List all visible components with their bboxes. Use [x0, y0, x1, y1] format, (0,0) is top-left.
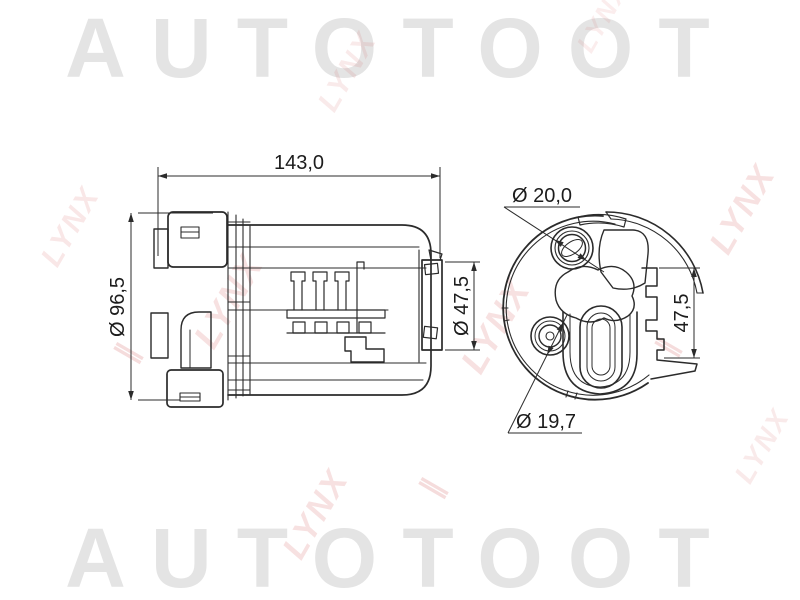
- connector-shoulder: [180, 311, 212, 369]
- dim-outlet-port-label: Ø 19,7: [516, 411, 576, 433]
- leader-line: [503, 206, 605, 273]
- dim-length-label: 143,0: [274, 152, 324, 174]
- watermark-bottom: AUTOTOOT: [65, 511, 735, 600]
- comb-tooth: [292, 321, 306, 334]
- rim-tick: [501, 307, 578, 400]
- comb-tooth: [358, 321, 372, 334]
- mounting-bracket: [641, 267, 698, 380]
- side-view: [150, 211, 443, 408]
- dim-arrow: [556, 322, 564, 332]
- filter-body-outline: [227, 224, 432, 396]
- step-bracket: [344, 336, 385, 363]
- port-ring: [530, 316, 570, 356]
- port-ring: [550, 226, 594, 270]
- rim-inner: [505, 220, 650, 396]
- sensor-pin: [356, 261, 365, 334]
- port-ring: [554, 230, 590, 266]
- comb-prong: [312, 271, 328, 311]
- connector-left-plate: [153, 228, 169, 269]
- flange-crescent-inner: [610, 218, 698, 294]
- top-tab: [577, 213, 627, 228]
- pump-slot-inner: [586, 312, 616, 382]
- plate-clip: [422, 325, 439, 340]
- filter-neck: [227, 211, 251, 401]
- plate-tab: [428, 249, 443, 261]
- electrical-connector-top: [167, 211, 228, 268]
- dim-end-flange-label: 47,5: [671, 294, 693, 333]
- inlet-port: [550, 226, 594, 270]
- dim-side-flange-label: Ø 47,5: [451, 276, 473, 336]
- comb-bar: [286, 309, 386, 319]
- slot-horseshoe-inner: [569, 313, 631, 388]
- extension-line: [138, 212, 213, 401]
- dim-inlet-port-label: Ø 20,0: [512, 185, 572, 207]
- leader-line: [507, 314, 582, 434]
- connector-left-block: [150, 312, 169, 359]
- extension-line: [157, 167, 441, 258]
- electrical-connector-bottom: [166, 369, 224, 408]
- comb-prong: [334, 271, 350, 311]
- dim-arrow: [547, 345, 554, 355]
- comb-tooth: [314, 321, 328, 334]
- dim-arrow: [691, 268, 697, 277]
- pump-slot-core: [591, 318, 611, 376]
- dimensions: 143,0 Ø 96,5 Ø 47,5 Ø 20,0 Ø 19,7: [107, 152, 700, 434]
- slot-horseshoe-outer: [562, 311, 638, 395]
- port-center: [545, 331, 555, 341]
- port-ring: [538, 324, 562, 348]
- dim-arrow: [471, 341, 477, 350]
- dim-arrow: [431, 173, 440, 179]
- dim-arrow: [577, 253, 587, 261]
- pump-body: [554, 265, 635, 323]
- pump-slot: [579, 305, 623, 389]
- plate-clip: [423, 262, 440, 276]
- dim-arrow: [471, 262, 477, 271]
- dim-arrow: [691, 349, 697, 358]
- dim-arrow: [128, 213, 134, 222]
- port-ring: [557, 233, 587, 263]
- dim-arrow: [554, 239, 564, 247]
- comb-prong: [290, 271, 306, 311]
- rim-outer: [502, 214, 649, 401]
- dim-body-diameter-label: Ø 96,5: [107, 277, 129, 337]
- dim-arrow: [128, 391, 134, 400]
- dim-arrow: [158, 173, 167, 179]
- mounting-plate: [421, 259, 443, 351]
- watermark-top: AUTOTOOT: [65, 1, 735, 95]
- top-right-pocket: [598, 229, 649, 290]
- comb-tooth: [336, 321, 350, 334]
- rib-comb: [286, 261, 386, 334]
- flange-crescent: [605, 211, 704, 294]
